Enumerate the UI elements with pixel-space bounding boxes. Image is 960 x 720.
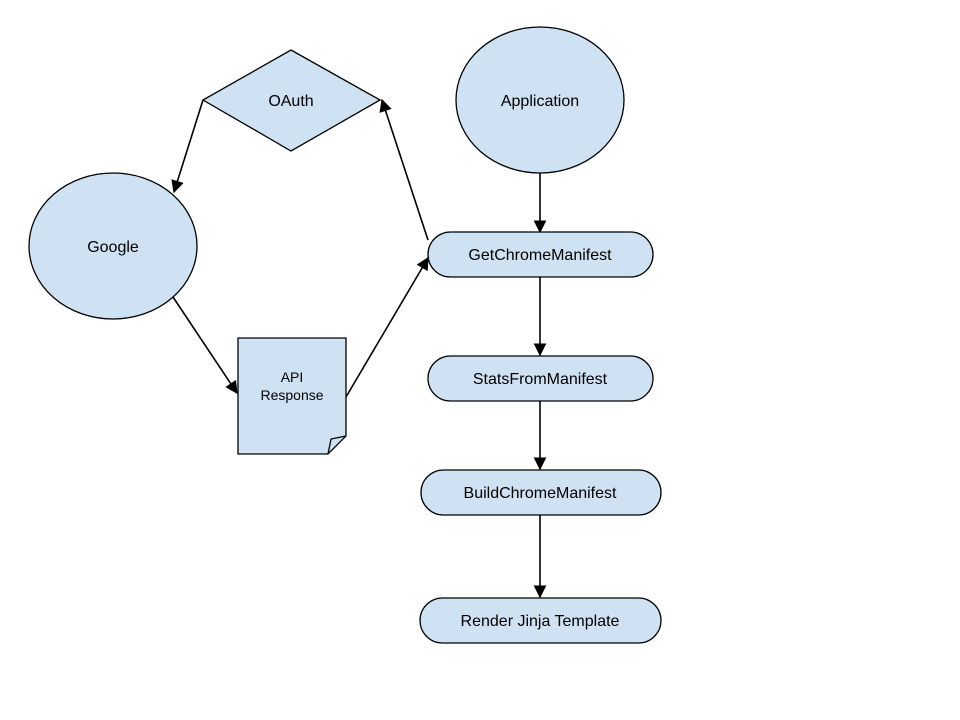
getchromemanifest-label: GetChromeManifest: [468, 247, 612, 264]
edge-google-to-api-response: [172, 296, 238, 395]
renderjinjatemplate-node: Render Jinja Template: [419, 597, 662, 644]
edge-api-response-to-getchromemanifest: [345, 256, 429, 398]
oauth-label: OAuth: [268, 93, 313, 110]
application-node: Application: [455, 26, 625, 174]
edges: [171, 98, 547, 599]
api-response-node: API Response: [237, 337, 347, 455]
oauth-node: OAuth: [201, 49, 382, 152]
google-node: Google: [28, 172, 198, 320]
buildchromemanifest-label: BuildChromeManifest: [464, 485, 618, 502]
api-response-label-line2: Response: [260, 387, 323, 403]
edge-oauth-to-google: [171, 99, 204, 194]
renderjinjatemplate-label: Render Jinja Template: [461, 613, 620, 630]
statsfrommanifest-node: StatsFromManifest: [427, 355, 654, 402]
statsfrommanifest-label: StatsFromManifest: [473, 371, 608, 388]
edge-getchromemanifest-to-oauth: [379, 98, 429, 241]
google-label: Google: [87, 239, 139, 256]
application-label: Application: [501, 93, 579, 110]
getchromemanifest-node: GetChromeManifest: [427, 231, 654, 278]
api-response-label-line1: API: [281, 369, 304, 385]
buildchromemanifest-node: BuildChromeManifest: [420, 469, 662, 516]
